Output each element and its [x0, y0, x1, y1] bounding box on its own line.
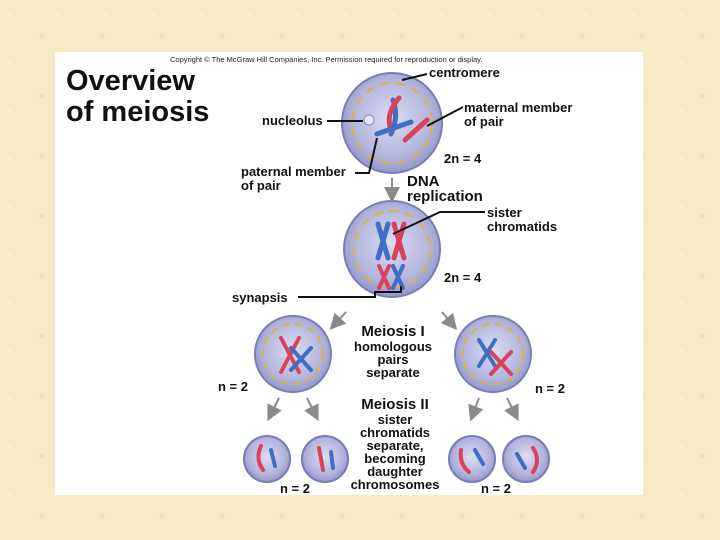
- meiosis2-text-6: chromosomes: [350, 477, 440, 492]
- maternal-chromatids: [377, 264, 391, 290]
- label-n2-bottom-left: n = 2: [280, 481, 310, 496]
- title-line-1: Overview: [66, 65, 195, 97]
- label-ploidy-top: 2n = 4: [444, 151, 482, 166]
- copyright-notice: Copyright © The McGraw Hill Companies, I…: [170, 55, 483, 64]
- daughter-cell-1: [243, 435, 291, 483]
- label-sister-1: sister: [487, 205, 522, 220]
- label-dna-2: replication: [407, 188, 483, 205]
- maternal-leader: [426, 106, 464, 127]
- label-ploidy-mid: 2n = 4: [444, 270, 482, 285]
- paternal-chromosome: [477, 338, 497, 368]
- meiosis2-text-1: sister: [377, 412, 413, 427]
- meiosis2-title: Meiosis II: [361, 396, 429, 413]
- label-maternal-1: maternal member: [464, 100, 573, 115]
- maternal-chromosome: [402, 117, 430, 143]
- meiosis-diagram: [243, 72, 550, 483]
- label-n2-bottom-right: n = 2: [481, 481, 511, 496]
- label-paternal-1: paternal member: [241, 164, 346, 179]
- replicated-cell: [343, 200, 441, 298]
- meiosis2-text-3: separate,: [366, 438, 424, 453]
- paternal-chromosome: [289, 346, 313, 372]
- meiosis1-block: Meiosis I homologous pairs separate: [345, 323, 441, 380]
- paternal-chromatids: [391, 264, 405, 290]
- label-centromere: centromere: [429, 65, 500, 80]
- meiosis1-title: Meiosis I: [361, 323, 425, 340]
- meiosis1-text-2: pairs: [377, 352, 409, 367]
- label-nucleolus: nucleolus: [262, 113, 323, 128]
- paternal-chromosome: [374, 119, 414, 137]
- meiosis-figure: Copyright © The McGraw Hill Companies, I…: [55, 52, 643, 495]
- label-n2-right: n = 2: [535, 381, 565, 396]
- label-paternal-2: of pair: [241, 178, 281, 193]
- meiosis2-text-5: daughter: [367, 464, 423, 479]
- synapsis-leader: [298, 286, 402, 298]
- meiosis1-cell-right: [454, 315, 532, 393]
- label-synapsis: synapsis: [232, 290, 288, 305]
- label-maternal-2: of pair: [464, 114, 504, 129]
- label-dna-1: DNA: [407, 173, 440, 190]
- label-n2-left: n = 2: [218, 379, 248, 394]
- arrow: [304, 397, 319, 422]
- meiosis2-text-4: becoming: [364, 451, 426, 466]
- meiosis1-text-3: separate: [366, 365, 420, 380]
- leader-lines: [298, 73, 485, 298]
- sister-chromatids-leader: [392, 211, 485, 235]
- arrow: [329, 311, 347, 330]
- flow-arrows: [267, 178, 519, 422]
- nucleolus-shape: [363, 114, 375, 126]
- maternal-chromosome: [489, 350, 513, 376]
- label-sister-2: chromatids: [487, 219, 558, 234]
- paternal-leader: [355, 137, 378, 174]
- meiosis2-block: Meiosis II sister chromatids separate, b…: [343, 396, 447, 492]
- meiosis1-cell-left: [254, 315, 332, 393]
- page-title: Overview of meiosis: [66, 66, 209, 128]
- arrow: [267, 397, 282, 422]
- arrow: [468, 397, 484, 422]
- daughter-cell-2: [301, 435, 349, 483]
- daughter-cell-3: [448, 435, 496, 483]
- daughter-cell-4: [502, 435, 550, 483]
- paternal-chromatids: [375, 221, 391, 261]
- meiosis2-text-2: chromatids: [359, 425, 431, 440]
- arrow: [504, 397, 519, 422]
- arrow: [440, 311, 458, 331]
- parent-cell: [341, 72, 443, 174]
- title-line-2: of meiosis: [66, 96, 210, 128]
- centromere-leader: [401, 73, 428, 81]
- meiosis1-text-1: homologous: [354, 339, 432, 354]
